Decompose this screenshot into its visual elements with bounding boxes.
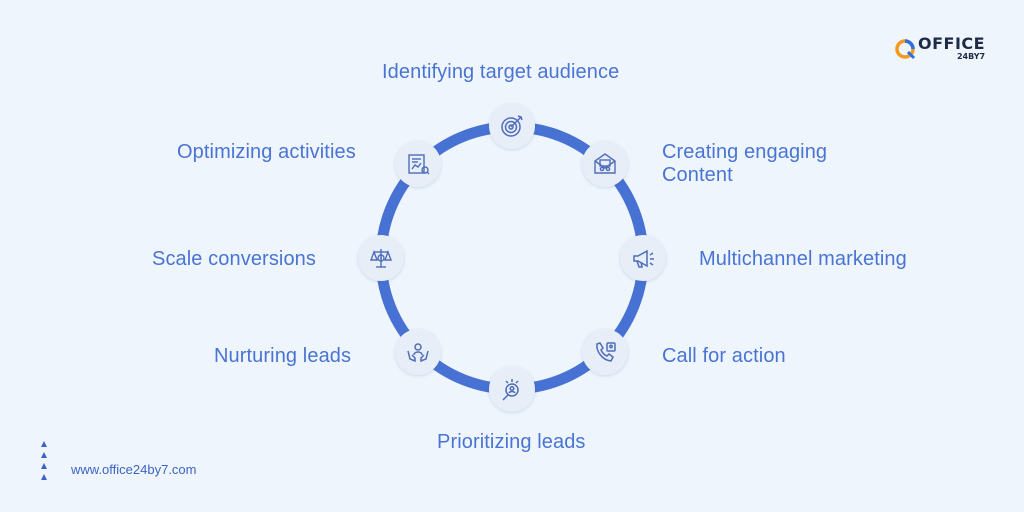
nurturing-hands-icon xyxy=(395,329,441,375)
megaphone-icon xyxy=(620,235,666,281)
step-label-line-1: Creating engaging xyxy=(662,141,828,163)
lead-search-icon xyxy=(489,366,535,412)
content-creation-icon xyxy=(582,141,628,187)
step-label-prioritizing-leads: Prioritizing leads xyxy=(437,431,586,453)
brand-logo: OFFICE 24BY7 xyxy=(894,36,985,61)
step-label-call-for-action: Call for action xyxy=(662,345,786,367)
logo-text: OFFICE xyxy=(918,34,986,53)
step-label-line-2: Content xyxy=(662,164,733,186)
website-url: www.office24by7.com xyxy=(71,462,197,477)
step-label-nurturing-leads: Nurturing leads xyxy=(214,345,352,367)
optimization-chart-icon xyxy=(395,141,441,187)
decorative-arrows-icon xyxy=(41,441,49,485)
step-label-scale-conversions: Scale conversions xyxy=(152,248,317,270)
step-label-identifying-target-audience: Identifying target audience xyxy=(382,61,620,83)
logo-mark-icon xyxy=(895,38,916,59)
step-label-creating-engaging-content: Creating engaging Content xyxy=(662,141,827,187)
target-icon xyxy=(489,103,535,149)
logo-subtext: 24BY7 xyxy=(956,52,986,61)
step-label-multichannel-marketing: Multichannel marketing xyxy=(699,248,907,270)
phone-call-icon xyxy=(582,329,628,375)
step-label-optimizing-activities: Optimizing activities xyxy=(177,141,356,163)
balance-scale-icon xyxy=(358,235,404,281)
